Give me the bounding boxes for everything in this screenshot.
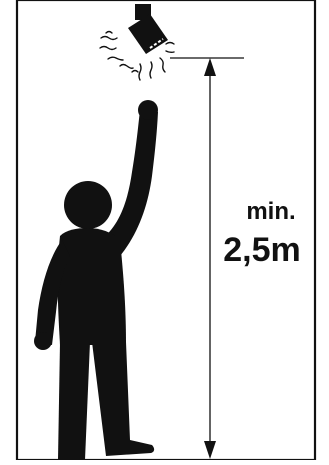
person-hand — [138, 100, 158, 120]
person-left-hand — [34, 332, 52, 350]
height-label-value: 2,5m — [223, 231, 301, 269]
person-torso — [58, 228, 126, 345]
person-left-leg — [58, 342, 90, 460]
person-head — [64, 181, 112, 229]
height-label-prefix: min. — [246, 198, 295, 225]
